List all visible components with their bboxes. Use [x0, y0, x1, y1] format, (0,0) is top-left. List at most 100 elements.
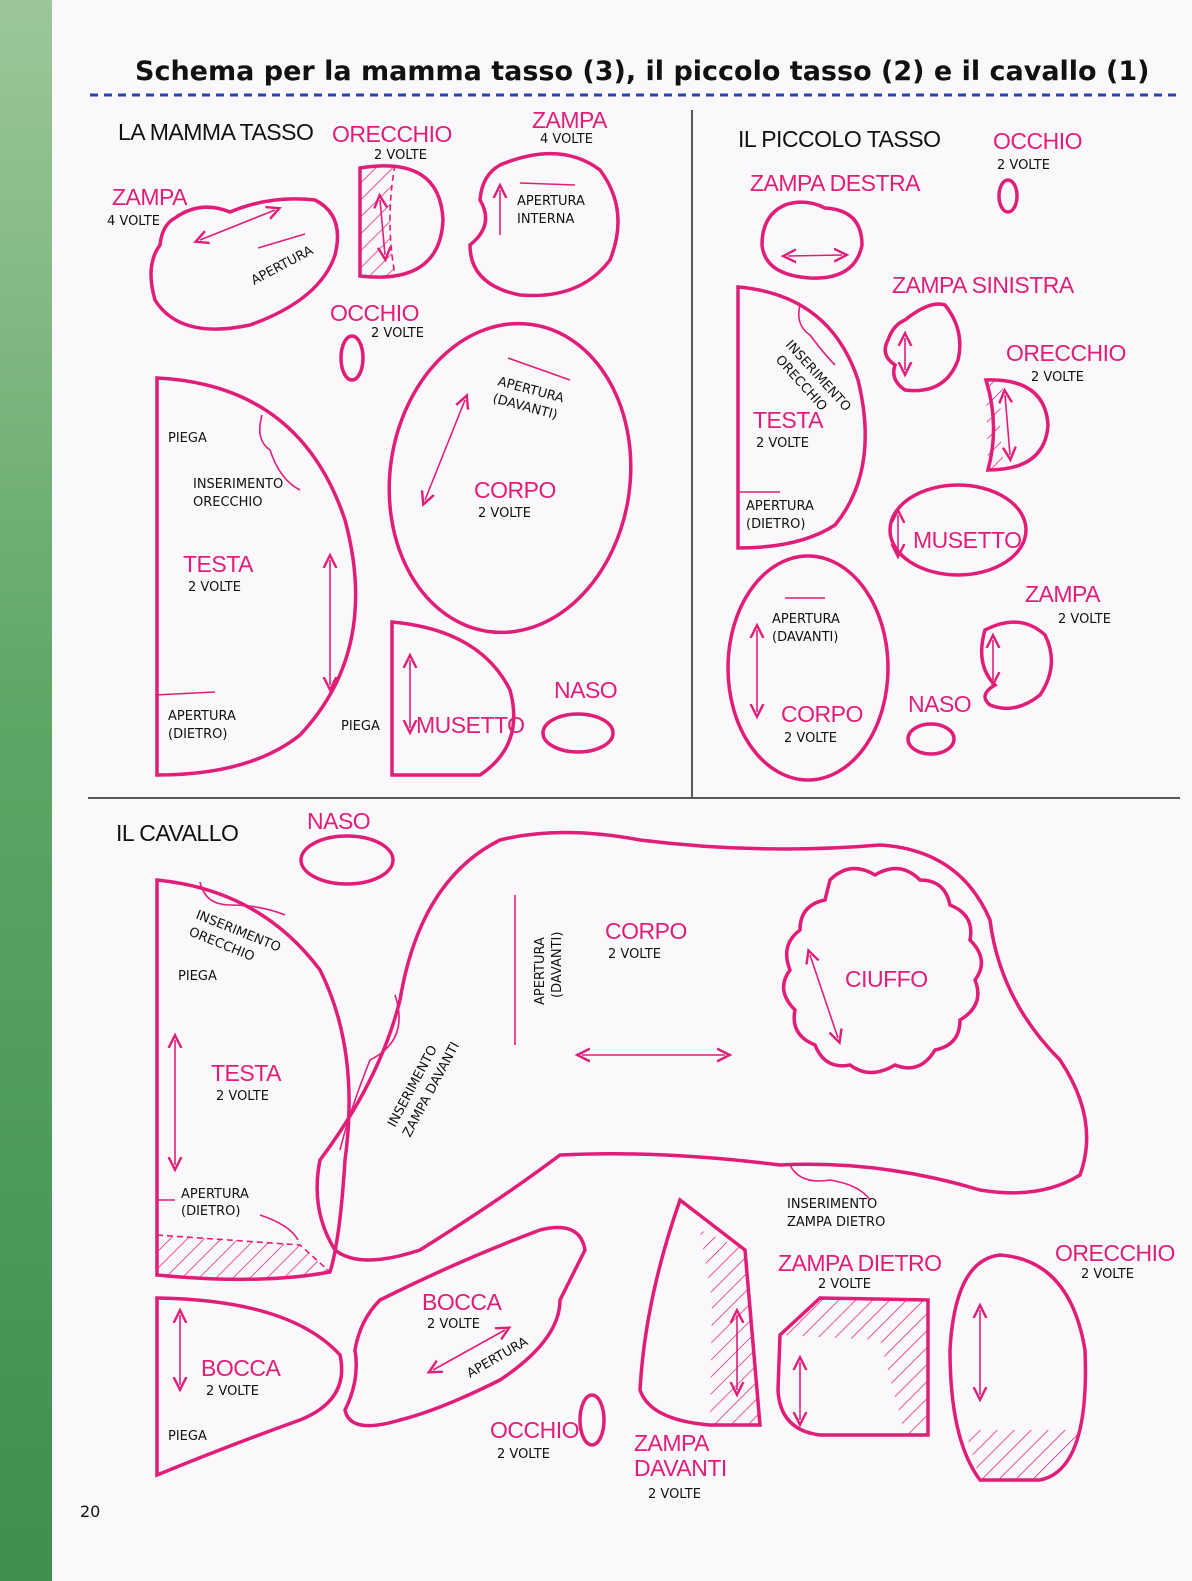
opening-note: (DIETRO) — [168, 727, 227, 742]
section-mamma-tasso: LA MAMMA TASSO ORECCHIO 2 VOLTE ZAMPA 4 … — [107, 107, 633, 777]
piece-naso: NASO — [299, 808, 395, 886]
piece-count: 4 VOLTE — [540, 132, 593, 147]
opening-note: APERTURA — [465, 1334, 531, 1381]
piece-occhio: OCCHIO 2 VOLTE — [993, 128, 1083, 214]
piece-testa: INSERIMENTO ORECCHIO TESTA 2 VOLTE APERT… — [736, 285, 867, 550]
page-title: Schema per la mamma tasso (3), il piccol… — [135, 56, 1149, 87]
piece-orecchio: ORECCHIO 2 VOLTE — [332, 121, 452, 279]
green-side-bar — [0, 0, 52, 1581]
piece-count: 2 VOLTE — [374, 148, 427, 163]
piece-label: ZAMPA — [1025, 581, 1101, 607]
piece-label: ZAMPA DIETRO — [778, 1250, 942, 1276]
piece-count: 2 VOLTE — [1058, 612, 1111, 627]
piece-count: 2 VOLTE — [608, 947, 661, 962]
opening-note: APERTURA — [772, 612, 840, 627]
piece-label: ZAMPA DESTRA — [750, 170, 921, 196]
piece-zampa-top: ZAMPA 4 VOLTE APERTURA INTERNA — [468, 107, 620, 298]
section-cavallo: IL CAVALLO NASO APERTURA (DAVANTI) CORPO… — [116, 808, 1175, 1502]
piece-bocca-right: BOCCA 2 VOLTE APERTURA — [343, 1225, 587, 1428]
opening-note: (DIETRO) — [746, 517, 805, 532]
opening-note: APERTURA — [181, 1187, 249, 1202]
piece-zampa-left: ZAMPA 4 VOLTE APERTURA — [107, 184, 340, 331]
piece-label: TESTA — [753, 407, 824, 433]
piece-label: MUSETTO — [913, 527, 1022, 553]
page-number: 20 — [80, 1502, 100, 1521]
piece-musetto: PIEGA MUSETTO — [341, 620, 525, 777]
piece-label: CORPO — [474, 477, 556, 503]
insert-note: INSERIMENTO — [787, 1197, 877, 1212]
opening-note: APERTURA — [533, 937, 548, 1005]
piece-count: 2 VOLTE — [648, 1487, 701, 1502]
piece-label: OCCHIO — [993, 128, 1082, 154]
piece-orecchio: ORECCHIO 2 VOLTE — [983, 340, 1126, 472]
piece-count: 2 VOLTE — [206, 1384, 259, 1399]
piece-count: 2 VOLTE — [478, 506, 531, 521]
piece-label: ZAMPA SINISTRA — [892, 272, 1075, 298]
piece-count: 2 VOLTE — [1031, 370, 1084, 385]
piece-orecchio: ORECCHIO 2 VOLTE — [948, 1240, 1175, 1482]
piece-zampa-davanti: ZAMPA DAVANTI 2 VOLTE — [634, 1197, 762, 1502]
piece-bocca-left: BOCCA 2 VOLTE PIEGA — [155, 1296, 344, 1478]
piece-zampa-destra: ZAMPA DESTRA — [750, 170, 922, 280]
piece-label: ORECCHIO — [332, 121, 452, 147]
piece-count: 2 VOLTE — [188, 580, 241, 595]
fold-note: PIEGA — [178, 969, 217, 984]
opening-note: APERTURA — [168, 709, 236, 724]
section-heading: LA MAMMA TASSO — [118, 119, 313, 145]
fold-note: PIEGA — [168, 1429, 207, 1444]
opening-note: (DAVANTI) — [550, 932, 565, 998]
piece-label: BOCCA — [422, 1289, 502, 1315]
opening-note: INTERNA — [517, 212, 574, 227]
piece-label: CIUFFO — [845, 966, 928, 992]
piece-zampa-sinistra: ZAMPA SINISTRA — [883, 272, 1075, 393]
fold-note: PIEGA — [168, 431, 207, 446]
piece-count: 2 VOLTE — [756, 436, 809, 451]
piece-label: ZAMPA — [112, 184, 188, 210]
piece-count: 2 VOLTE — [371, 326, 424, 341]
piece-label: DAVANTI — [634, 1455, 727, 1481]
piece-label: BOCCA — [201, 1355, 281, 1381]
piece-label: ZAMPA — [634, 1430, 710, 1456]
piece-musetto: MUSETTO — [888, 483, 1028, 577]
piece-count: 2 VOLTE — [784, 731, 837, 746]
piece-label: CORPO — [781, 701, 863, 727]
piece-count: 2 VOLTE — [997, 158, 1050, 173]
insert-note: ZAMPA DIETRO — [787, 1215, 885, 1230]
piece-occhio: OCCHIO 2 VOLTE — [490, 1393, 606, 1462]
piece-count: 2 VOLTE — [427, 1317, 480, 1332]
piece-label: MUSETTO — [416, 712, 525, 738]
piece-testa: INSERIMENTO ORECCHIO PIEGA TESTA 2 VOLTE… — [155, 878, 351, 1282]
piece-label: ORECCHIO — [1055, 1240, 1175, 1266]
piece-corpo: APERTURA (DAVANTI) CORPO 2 VOLTE INSERIM… — [315, 830, 1089, 1262]
piece-corpo: APERTURA (DAVANTI) CORPO 2 VOLTE — [726, 554, 890, 782]
piece-naso: NASO — [906, 691, 972, 756]
opening-note: APERTURA — [517, 194, 585, 209]
piece-label: ZAMPA — [532, 107, 608, 133]
piece-count: 2 VOLTE — [497, 1447, 550, 1462]
piece-label: TESTA — [183, 551, 254, 577]
piece-ciuffo: CIUFFO — [781, 866, 984, 1075]
piece-label: OCCHIO — [490, 1417, 579, 1443]
section-heading: IL PICCOLO TASSO — [738, 126, 940, 152]
piece-label: CORPO — [605, 918, 687, 944]
piece-count: 2 VOLTE — [1081, 1267, 1134, 1282]
piece-testa: PIEGA INSERIMENTO ORECCHIO TESTA 2 VOLTE… — [154, 376, 358, 777]
section-piccolo-tasso: IL PICCOLO TASSO OCCHIO 2 VOLTE ZAMPA DE… — [726, 126, 1126, 782]
opening-note: (DAVANTI) — [772, 630, 838, 645]
piece-count: 2 VOLTE — [216, 1089, 269, 1104]
piece-zampa-dietro: ZAMPA DIETRO 2 VOLTE — [776, 1250, 942, 1437]
piece-label: NASO — [554, 677, 617, 703]
section-heading: IL CAVALLO — [116, 820, 238, 846]
piece-label: TESTA — [211, 1060, 282, 1086]
opening-note: APERTURA — [249, 243, 316, 288]
insert-note: INSERIMENTO — [193, 477, 283, 492]
opening-note: APERTURA — [746, 499, 814, 514]
opening-note: (DIETRO) — [181, 1204, 240, 1219]
piece-label: NASO — [307, 808, 370, 834]
fold-note: PIEGA — [341, 719, 380, 734]
piece-label: ORECCHIO — [1006, 340, 1126, 366]
piece-count: 2 VOLTE — [818, 1277, 871, 1292]
piece-count: 4 VOLTE — [107, 214, 160, 229]
piece-occhio: OCCHIO 2 VOLTE — [330, 300, 424, 382]
